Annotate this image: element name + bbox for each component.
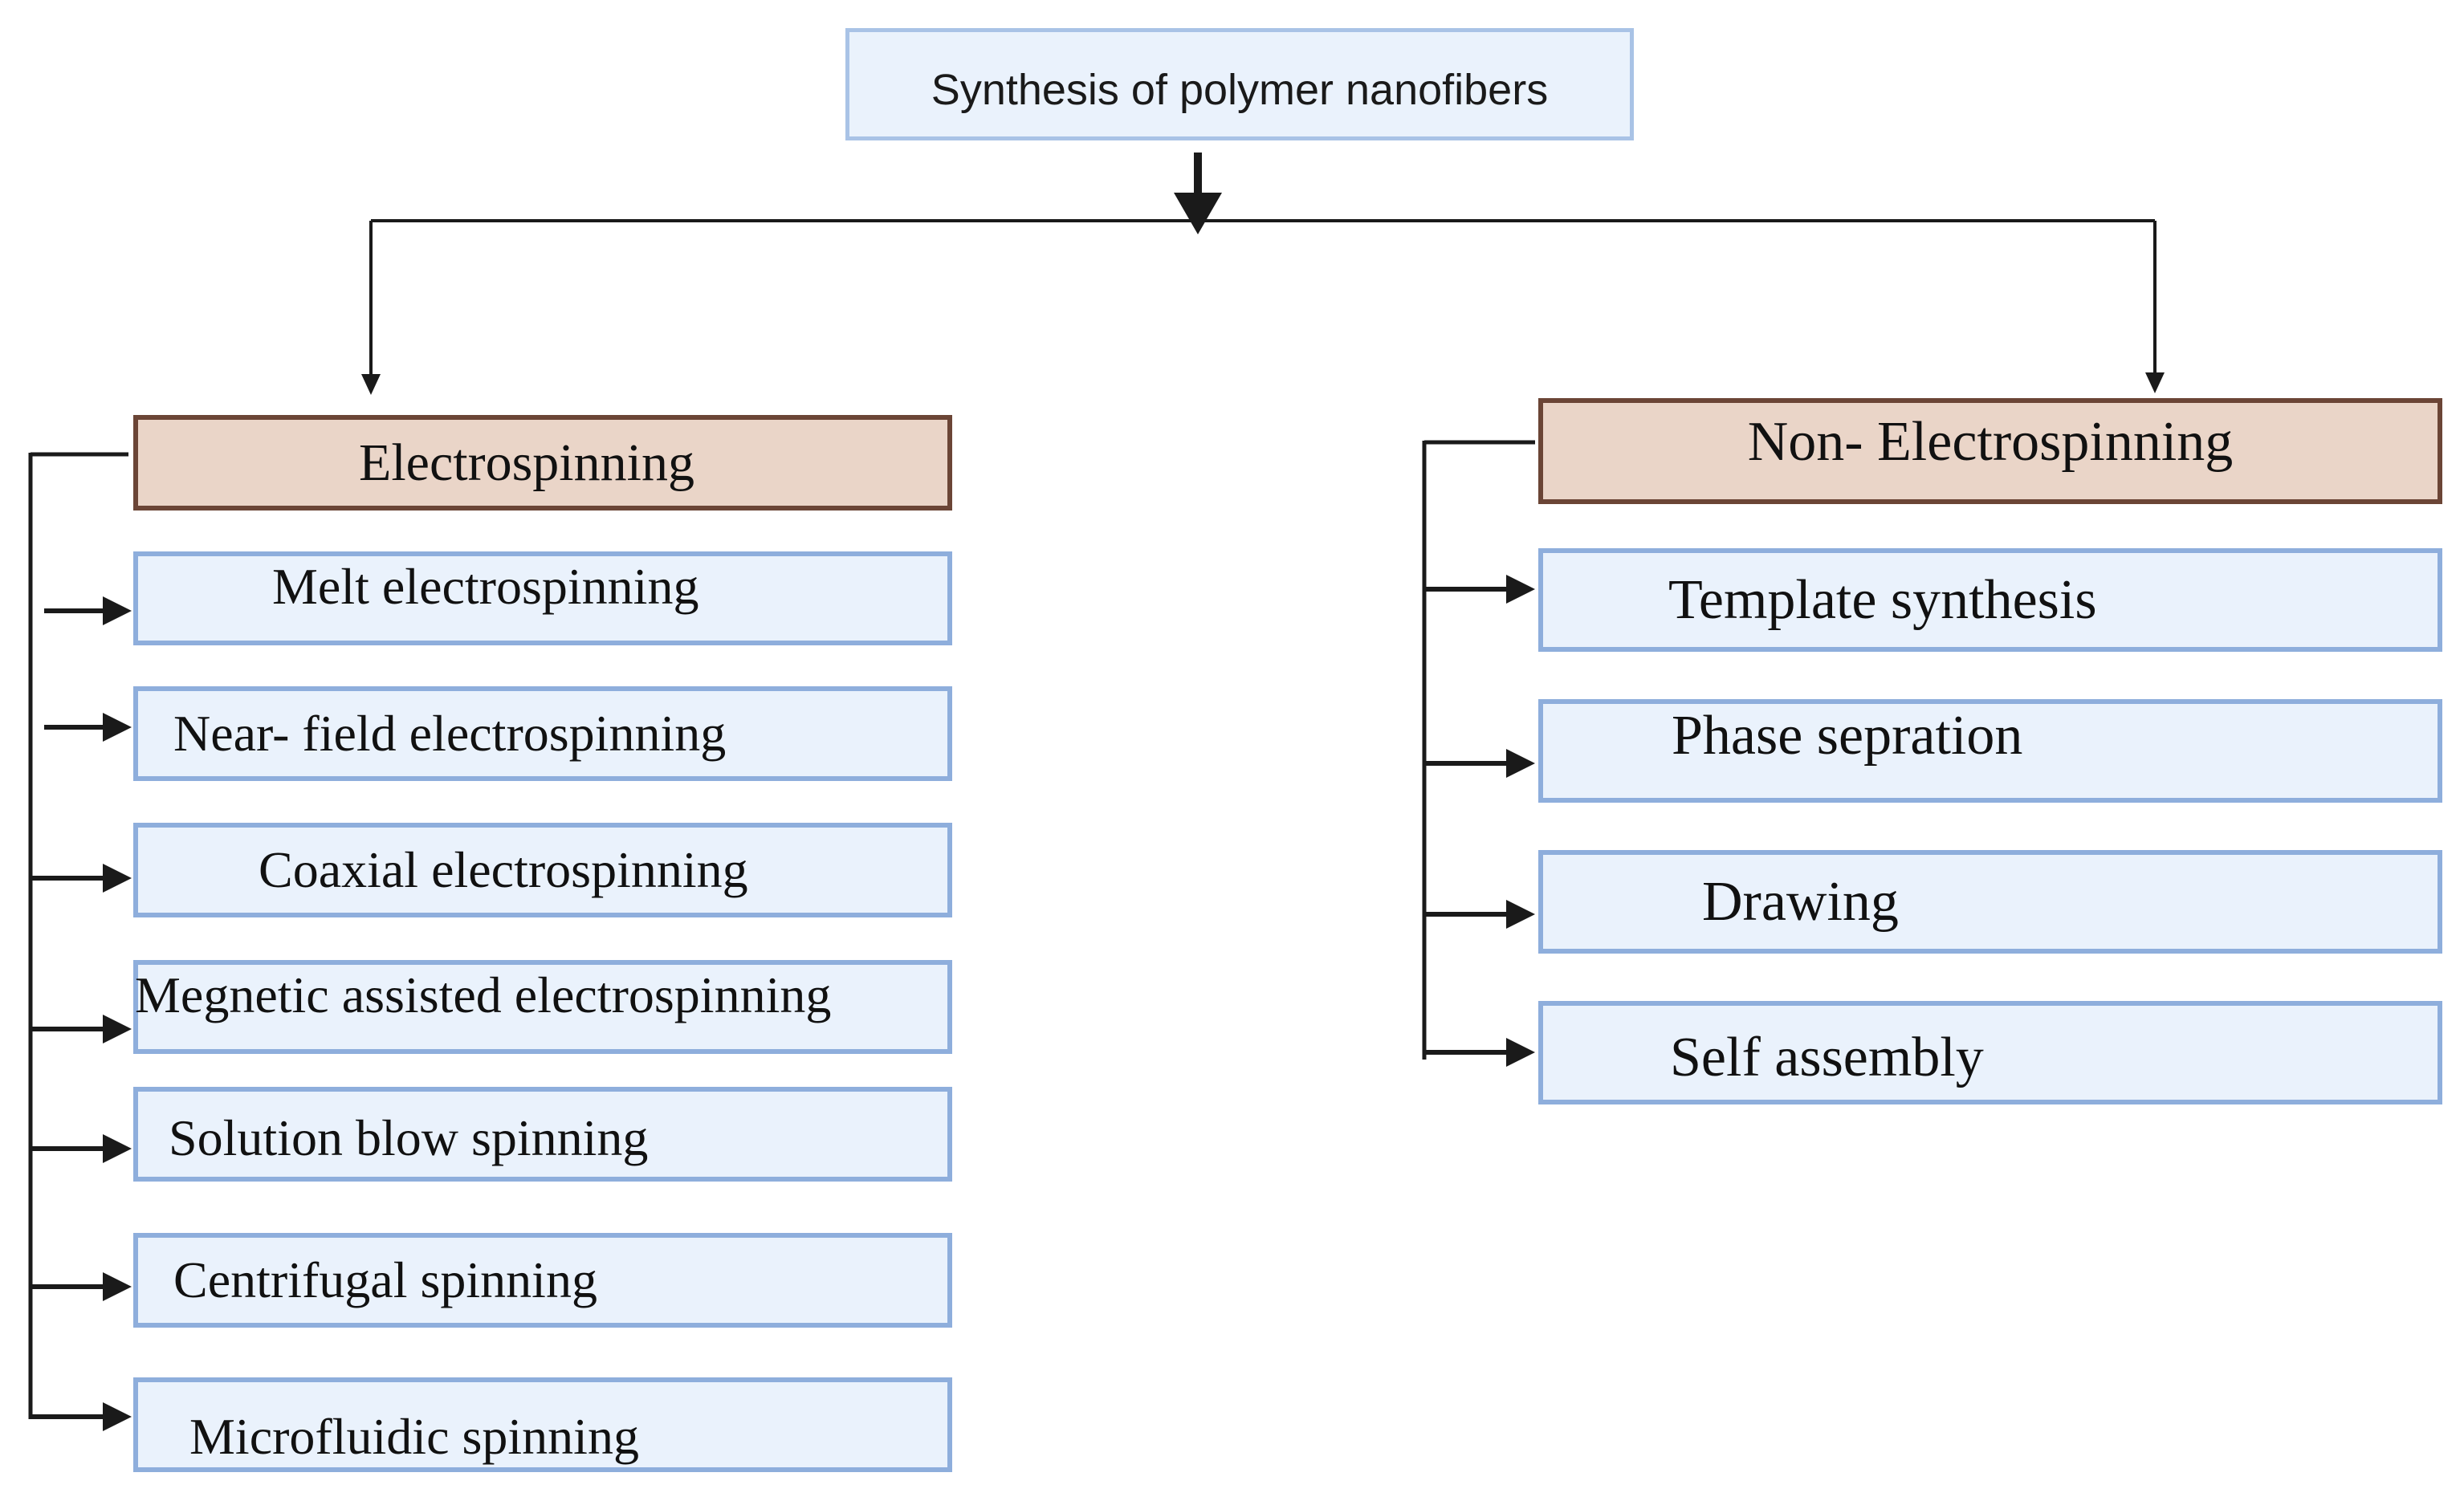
- method-label: Self assembly: [1670, 1026, 1984, 1088]
- category-label: Electrospinning: [359, 433, 694, 492]
- method-label: Template synthesis: [1668, 568, 2097, 631]
- method-label: Coaxial electrospinning: [259, 841, 748, 898]
- arrow-to-non-electrospinning: [2145, 221, 2165, 393]
- method-melt-electrospinning: Melt electrospinning: [133, 551, 952, 645]
- electrospinning-spine: [28, 452, 128, 1419]
- method-centrifugal-spinning: Centrifugal spinning: [133, 1233, 952, 1328]
- method-label: Megnetic assisted electrospinning: [135, 966, 832, 1023]
- method-label: Solution blow spinning: [169, 1109, 649, 1166]
- method-microfluidic-spinning: Microfluidic spinning: [133, 1377, 952, 1472]
- method-solution-blow-spinning: Solution blow spinning: [133, 1087, 952, 1182]
- category-electrospinning: Electrospinning: [133, 415, 952, 511]
- root-arrow: [1174, 153, 1222, 234]
- method-label: Near- field electrospinning: [173, 705, 727, 762]
- branch-arrow-5: [31, 1134, 132, 1163]
- non-electrospinning-spine: [1422, 440, 1535, 1060]
- branch-arrow-2: [44, 713, 132, 742]
- method-label: Centrifugal spinning: [173, 1251, 597, 1308]
- method-self-assembly: Self assembly: [1538, 1001, 2442, 1104]
- method-template-synthesis: Template synthesis: [1538, 548, 2442, 652]
- branch-arrow-right-4: [1424, 1038, 1535, 1067]
- branch-arrow-1: [44, 596, 132, 625]
- branch-arrow-4: [31, 1015, 132, 1043]
- category-non-electrospinning: Non- Electrospinning: [1538, 398, 2442, 504]
- root-label: Synthesis of polymer nanofibers: [931, 66, 1549, 114]
- method-label: Melt electrospinning: [272, 557, 699, 615]
- branch-arrow-6: [31, 1272, 132, 1301]
- arrow-to-electrospinning: [361, 221, 381, 395]
- method-label: Microfluidic spinning: [189, 1408, 639, 1465]
- method-near-field-electrospinning: Near- field electrospinning: [133, 686, 952, 781]
- root-node: Synthesis of polymer nanofibers: [845, 28, 1634, 140]
- method-megnetic-assisted-electrospinning: Megnetic assisted electrospinning: [133, 960, 952, 1054]
- branch-arrow-right-3: [1424, 900, 1535, 929]
- method-phase-sepration: Phase sepration: [1538, 699, 2442, 803]
- branch-arrow-right-1: [1424, 575, 1535, 604]
- branch-arrow-3: [31, 864, 132, 893]
- method-label: Drawing: [1702, 870, 1899, 933]
- method-coaxial-electrospinning: Coaxial electrospinning: [133, 823, 952, 917]
- method-drawing: Drawing: [1538, 850, 2442, 954]
- method-label: Phase sepration: [1672, 704, 2023, 767]
- branch-arrow-right-2: [1424, 749, 1535, 778]
- category-label: Non- Electrospinning: [1747, 411, 2234, 473]
- branch-arrow-7: [31, 1402, 132, 1431]
